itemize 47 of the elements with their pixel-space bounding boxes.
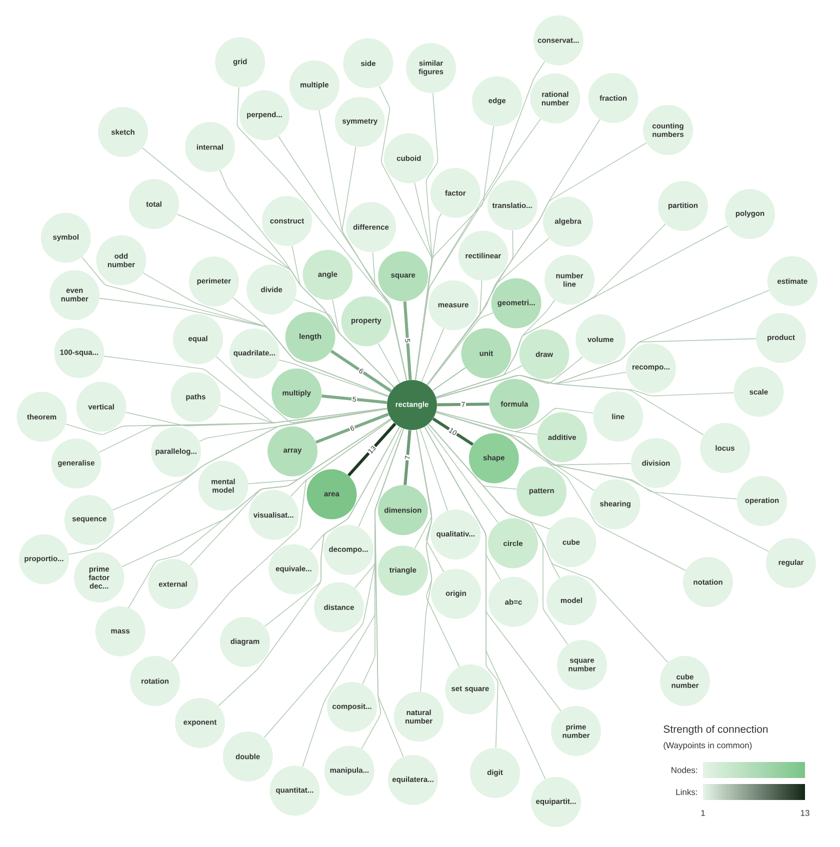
connection-line [347, 422, 396, 477]
connection-line [436, 412, 686, 571]
connection-line [424, 426, 546, 780]
connection-line [428, 424, 668, 663]
connection-line [415, 118, 541, 380]
connection-line [420, 428, 448, 512]
connection-line [436, 412, 738, 500]
connection-line [414, 429, 432, 549]
connection-line [98, 408, 388, 453]
connection-line [414, 182, 432, 380]
connection-line [404, 430, 412, 486]
connection-line [315, 412, 390, 444]
connection-line [426, 424, 499, 524]
connection-line [322, 394, 388, 404]
connection-line [358, 428, 402, 528]
connection-line [432, 367, 466, 391]
connection-line [416, 429, 432, 692]
connection-line [378, 343, 400, 384]
connection-line [126, 418, 392, 611]
scale-value: 1 [701, 810, 705, 816]
connection-line [415, 213, 442, 380]
connection-line [428, 424, 517, 490]
legend-title: Strength of connection [664, 725, 768, 735]
scale-value: 13 [800, 810, 810, 816]
connection-line [278, 136, 407, 381]
connection-line [198, 408, 388, 442]
legend-subtitle: (Waypoints in common) [664, 742, 752, 750]
connection-line [432, 417, 474, 446]
connection-line [278, 359, 389, 398]
connection-line [99, 298, 389, 396]
connection-line [426, 280, 482, 386]
connection-line [421, 328, 444, 382]
connection-line [426, 238, 550, 386]
connection-line [437, 402, 490, 406]
legend-label: Links: [676, 788, 698, 796]
connection-line [427, 312, 494, 386]
connection-line [436, 410, 538, 435]
connection-line [218, 426, 400, 706]
connection-line [170, 419, 392, 662]
legend-label: Nodes: [672, 766, 698, 774]
connection-line [403, 301, 412, 380]
connection-line [330, 350, 392, 392]
connection-line [436, 375, 704, 436]
connection-line [68, 408, 388, 555]
connection-line [436, 365, 522, 398]
connection-line [294, 299, 394, 388]
connection-line [372, 252, 408, 381]
